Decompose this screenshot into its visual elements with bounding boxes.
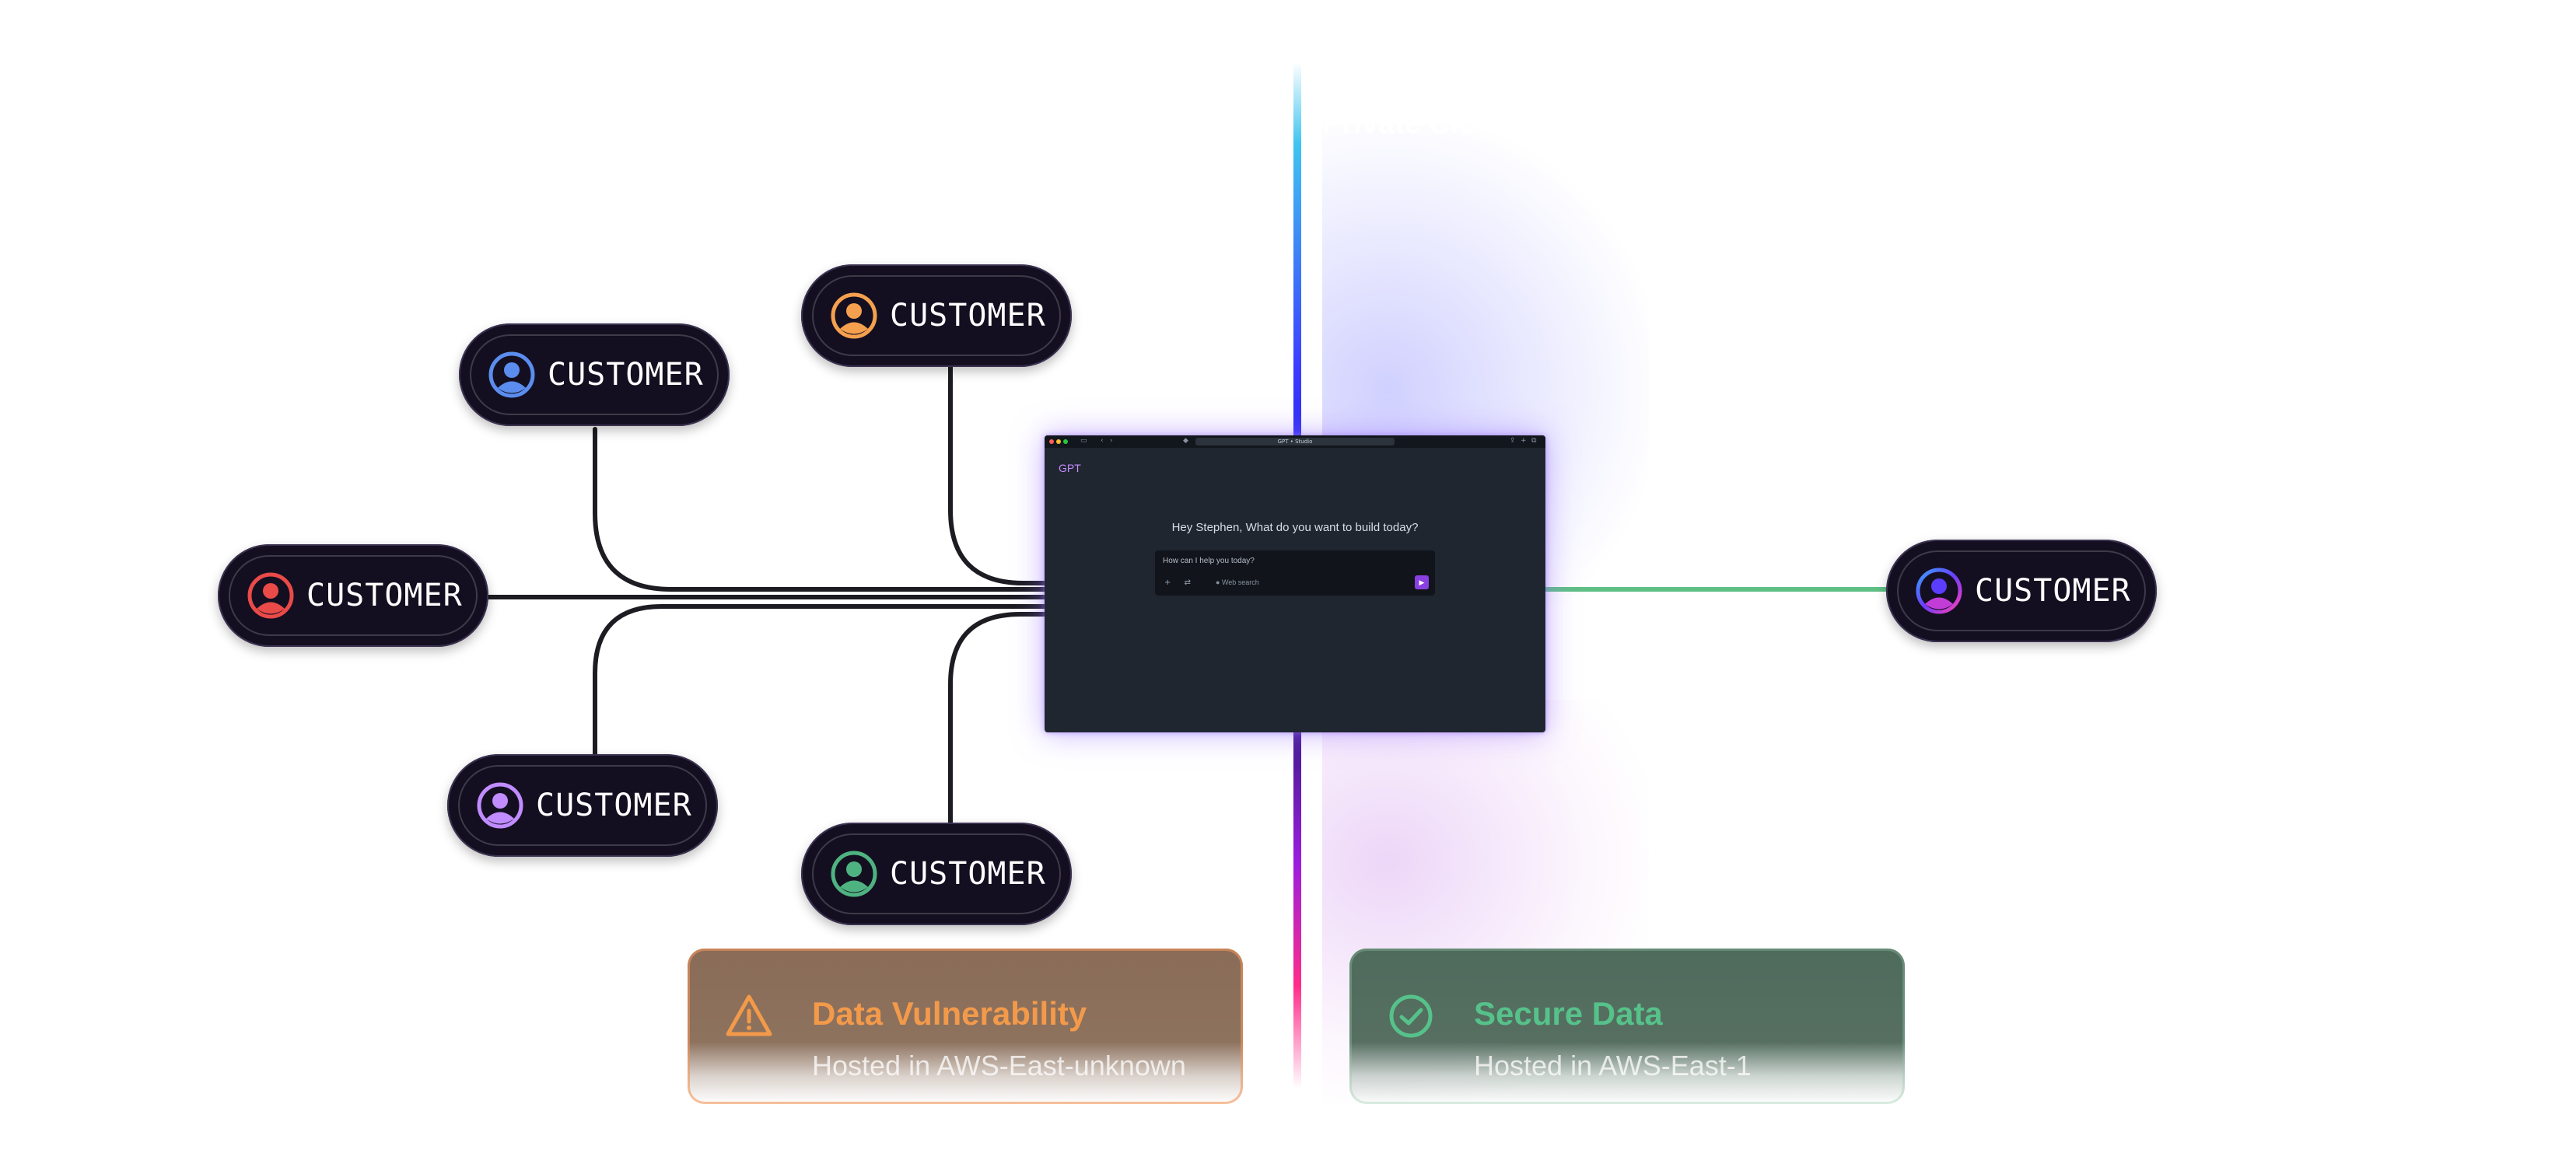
new-tab-icon[interactable]: + (1521, 437, 1527, 445)
card-title: Secure Data (1474, 995, 1663, 1032)
customer-node-orange: CUSTOMER (801, 264, 1072, 367)
close-dot-icon[interactable] (1049, 439, 1054, 444)
user-avatar-icon (247, 572, 294, 619)
public-cloud-header: Public Cloud (1034, 107, 1216, 140)
user-avatar-icon (488, 351, 535, 398)
wire-customer-green (948, 612, 1048, 825)
card-subtitle: Hosted in AWS-East-unknown (812, 1050, 1186, 1081)
user-avatar-icon (1916, 568, 1962, 614)
wire-customer-orange (948, 355, 1048, 585)
customer-label: CUSTOMER (890, 856, 1046, 892)
data-vulnerability-card: Data Vulnerability Hosted in AWS-East-un… (688, 949, 1243, 1104)
private-cloud-header: Private Cloud infrastructure (1322, 107, 1713, 140)
browser-titlebar: ▭ ‹ › ◆ GPT • Studio ⇪ + ⧉ (1045, 435, 1545, 448)
customer-node-green: CUSTOMER (801, 823, 1072, 925)
secure-data-card: Secure Data Hosted in AWS-East-1 (1349, 949, 1905, 1104)
back-arrow-icon[interactable]: ‹ (1101, 437, 1104, 445)
customer-label: CUSTOMER (890, 298, 1046, 334)
share-icon[interactable]: ⇪ (1510, 437, 1516, 445)
web-search-toggle[interactable]: ● Web search (1216, 578, 1259, 586)
web-search-label: Web search (1221, 578, 1259, 586)
user-avatar-icon (477, 782, 523, 829)
customer-node-private: CUSTOMER (1886, 540, 2157, 642)
customer-label: CUSTOMER (1975, 573, 2131, 609)
card-subtitle: Hosted in AWS-East-1 (1474, 1050, 1752, 1081)
user-avatar-icon (831, 851, 877, 897)
maximize-dot-icon[interactable] (1063, 439, 1068, 444)
customer-label: CUSTOMER (536, 788, 692, 823)
chat-input[interactable]: How can I help you today? + ⇄ ● Web sear… (1155, 550, 1435, 596)
customer-node-blue: CUSTOMER (459, 323, 730, 426)
send-button[interactable]: ▶ (1415, 575, 1429, 589)
customer-node-red: CUSTOMER (218, 544, 488, 647)
warning-icon (725, 992, 773, 1040)
app-window: ▭ ‹ › ◆ GPT • Studio ⇪ + ⧉ GPT Hey Steph… (1045, 435, 1545, 732)
shield-icon: ◆ (1183, 437, 1188, 445)
wire-customer-purple (593, 604, 1048, 756)
user-avatar-icon (831, 292, 877, 339)
greeting-text: Hey Stephen, What do you want to build t… (1171, 521, 1419, 534)
sidebar-toggle-icon[interactable]: ▭ (1080, 437, 1087, 445)
shuffle-icon[interactable]: ⇄ (1184, 578, 1191, 587)
customer-label: CUSTOMER (548, 357, 704, 393)
customer-label: CUSTOMER (306, 578, 463, 613)
card-title: Data Vulnerability (812, 995, 1087, 1032)
address-bar[interactable]: GPT • Studio (1195, 438, 1395, 445)
forward-arrow-icon[interactable]: › (1110, 437, 1113, 445)
toggle-icon: ● (1216, 578, 1220, 586)
chat-placeholder: How can I help you today? (1163, 557, 1255, 565)
customer-node-purple: CUSTOMER (447, 754, 718, 857)
send-arrow-icon: ▶ (1419, 578, 1425, 586)
minimize-dot-icon[interactable] (1056, 439, 1061, 444)
app-logo[interactable]: GPT (1059, 462, 1081, 474)
check-circle-icon (1387, 992, 1435, 1040)
tabs-icon[interactable]: ⧉ (1531, 437, 1537, 445)
wire-customer-blue (593, 427, 1048, 592)
add-icon[interactable]: + (1164, 578, 1171, 587)
